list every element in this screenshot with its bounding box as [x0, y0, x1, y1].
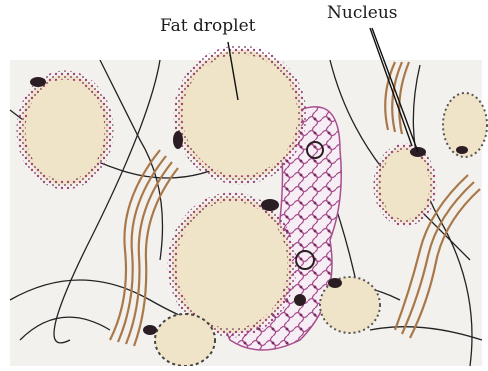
adipocyte	[21, 75, 109, 185]
adipocyte-small	[377, 147, 433, 223]
fat-droplet-label: Fat droplet	[160, 18, 255, 35]
nucleus-label: Nucleus	[327, 5, 398, 22]
adipocyte-bottom	[155, 314, 215, 366]
adipocyte-large	[178, 50, 302, 180]
adipocyte	[172, 197, 292, 333]
